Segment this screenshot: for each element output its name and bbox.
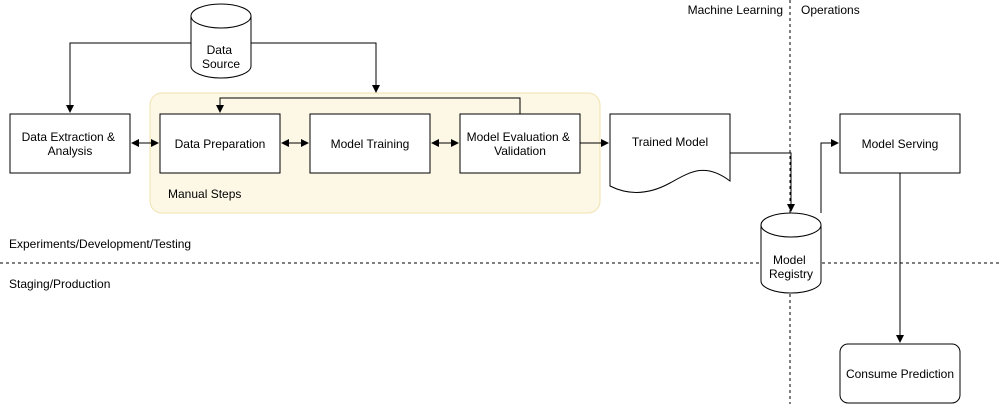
- consume-prediction-label: Consume Prediction: [846, 367, 954, 381]
- model-training-node: Model Training: [309, 113, 431, 174]
- model-serving-node: Model Serving: [839, 113, 961, 174]
- connector-source-to-manual-steps: [251, 42, 380, 93]
- manual-steps-label: Manual Steps: [168, 187, 241, 201]
- zone-label-machine-learning: Machine Learning: [688, 3, 783, 17]
- model-training-label: Model Training: [331, 137, 410, 151]
- connector-evaluation-feedback: [216, 97, 521, 114]
- zone-label-experiments: Experiments/Development/Testing: [9, 237, 191, 251]
- data-source-node: Data Source: [190, 3, 252, 79]
- data-preparation-label: Data Preparation: [175, 137, 266, 151]
- model-serving-label: Model Serving: [862, 137, 939, 151]
- zone-label-operations: Operations: [801, 3, 860, 17]
- model-registry-node: Model Registry: [760, 212, 822, 294]
- model-evaluation-node: Model Evaluation & Validation: [459, 113, 581, 174]
- connector-source-to-extraction: [66, 42, 191, 113]
- data-preparation-node: Data Preparation: [159, 113, 281, 174]
- data-extraction-node: Data Extraction & Analysis: [9, 113, 131, 174]
- trained-model-node: Trained Model: [609, 113, 731, 193]
- zone-label-staging: Staging/Production: [9, 277, 110, 291]
- data-source-label: Data Source: [202, 43, 240, 71]
- connector-trained-model-to-registry: [730, 152, 795, 212]
- consume-prediction-node: Consume Prediction: [839, 343, 961, 404]
- data-extraction-label: Data Extraction & Analysis: [22, 130, 119, 158]
- trained-model-label: Trained Model: [632, 135, 708, 149]
- model-registry-label: Model Registry: [769, 253, 813, 281]
- connector-registry-to-serving: [820, 139, 839, 213]
- model-evaluation-label: Model Evaluation & Validation: [467, 130, 574, 158]
